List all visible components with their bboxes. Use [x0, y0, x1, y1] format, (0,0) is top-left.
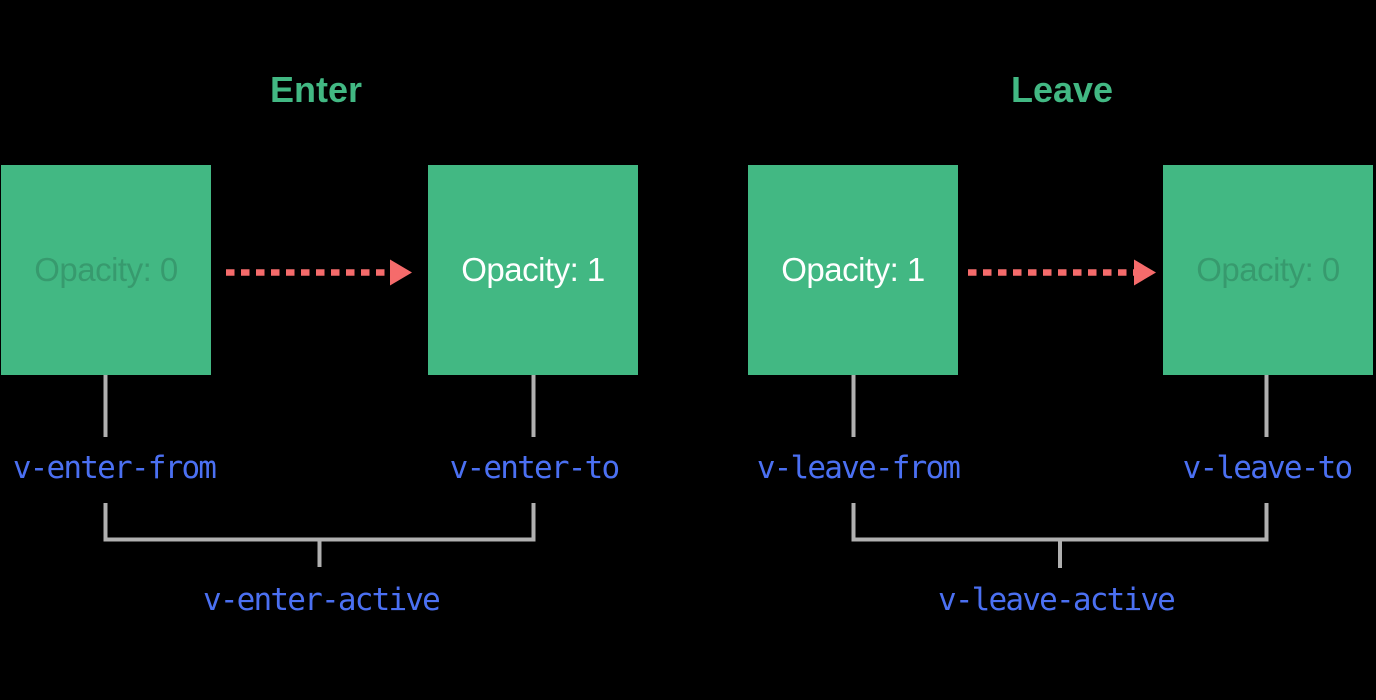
enter-from-opacity-label: Opacity: 0 [34, 251, 178, 288]
enter-to-opacity-label: Opacity: 1 [461, 251, 605, 288]
enter-from-state-box: Opacity: 0 [1, 165, 211, 375]
enter-from-class-label: v-enter-from [12, 450, 217, 486]
enter-to-class-label: v-enter-to [449, 450, 620, 486]
leave-to-class-label: v-leave-to [1182, 450, 1353, 486]
leave-active-class-label: v-leave-active [937, 582, 1176, 618]
leave-from-class-label: v-leave-from [756, 450, 961, 486]
enter-transition-arrow-icon [226, 259, 412, 286]
enter-active-bracket [103, 503, 536, 542]
enter-to-state-box: Opacity: 1 [428, 165, 638, 375]
enter-section-title: Enter [269, 69, 363, 110]
enter-arrow-head-icon [390, 259, 412, 286]
leave-from-opacity-label: Opacity: 1 [781, 251, 925, 288]
leave-to-state-box: Opacity: 0 [1163, 165, 1373, 375]
leave-transition-arrow-icon [968, 259, 1156, 286]
leave-to-opacity-label: Opacity: 0 [1196, 251, 1340, 288]
leave-arrow-head-icon [1134, 259, 1156, 286]
enter-active-class-label: v-enter-active [202, 582, 441, 618]
leave-section-title: Leave [1010, 69, 1114, 110]
leave-active-bracket [851, 503, 1269, 542]
leave-from-state-box: Opacity: 1 [748, 165, 958, 375]
